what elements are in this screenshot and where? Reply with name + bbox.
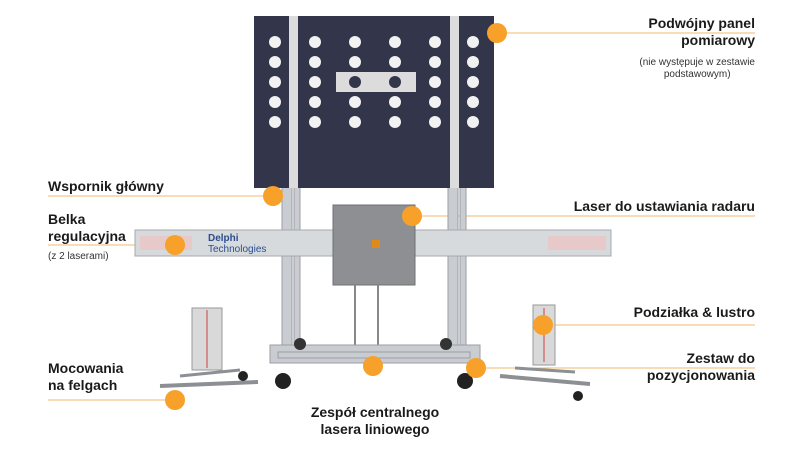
brand-line-1: Delphi [208, 233, 239, 244]
panel-hole [429, 96, 441, 108]
panel-hole [349, 96, 361, 108]
callout-dot-positioning [466, 358, 486, 378]
panel-hole [309, 76, 321, 88]
note-panel: (nie występuje w zestawie podstawowym) [639, 57, 755, 80]
right-column-inner [459, 184, 467, 361]
panel-hole [269, 56, 281, 68]
panel-hole-grid [269, 36, 479, 128]
left-mount-arm-2 [179, 368, 241, 378]
label-positioning-kit: Zestaw do pozycjonowania [646, 350, 755, 383]
panel-hole [269, 36, 281, 48]
brand-line-2: Technologies [208, 244, 267, 255]
right-mount-arm [499, 374, 591, 386]
panel-hole [429, 56, 441, 68]
right-mount-knob [573, 391, 583, 401]
label-main-bracket: Wspornik główny [48, 178, 164, 194]
callout-dot-wheel-mounts [165, 390, 185, 410]
left-mount-arm [159, 380, 259, 388]
radar-laser-knob [372, 240, 380, 248]
panel-hole [467, 116, 479, 128]
label-panel: Podwójny panel pomiarowy [648, 15, 755, 48]
panel-hole [269, 76, 281, 88]
caster-wheel-fl [275, 373, 291, 389]
left-column [281, 184, 293, 361]
panel-hole [467, 76, 479, 88]
label-wheel-mounts: Mocowania na felgach [48, 360, 124, 393]
callout-dot-panel [487, 23, 507, 43]
panel-hole [389, 56, 401, 68]
panel-center-plate [336, 72, 416, 92]
panel-strip-left [289, 16, 298, 188]
panel-hole [269, 116, 281, 128]
panel-hole [389, 96, 401, 108]
callout-dot-central-laser [363, 356, 383, 376]
panel-hole [467, 96, 479, 108]
panel-hole [389, 76, 401, 88]
caster-wheel-fr [457, 373, 473, 389]
panel-hole [349, 116, 361, 128]
panel-hole [309, 96, 321, 108]
panel-hole [467, 56, 479, 68]
right-column [447, 184, 459, 361]
panel-hole [389, 116, 401, 128]
caster-wheel-br [440, 338, 452, 350]
callout-dot-scale [533, 315, 553, 335]
panel-hole [429, 116, 441, 128]
panel-hole [349, 76, 361, 88]
callout-dot-beam [165, 235, 185, 255]
left-column-inner [293, 184, 301, 361]
panel-hole [269, 96, 281, 108]
brand-logo: Delphi Technologies [208, 233, 266, 255]
label-beam: Belka regulacyjna [48, 211, 126, 244]
panel-strip-right [450, 16, 459, 188]
note-beam: (z 2 laserami) [48, 251, 109, 262]
callout-dot-bracket [263, 186, 283, 206]
callout-dot-radar-laser [402, 206, 422, 226]
caster-wheel-bl [294, 338, 306, 350]
right-mount-arm-2 [514, 366, 576, 374]
panel-hole [309, 36, 321, 48]
panel-hole [429, 36, 441, 48]
panel-hole [467, 36, 479, 48]
panel-hole [389, 36, 401, 48]
panel-hole [349, 56, 361, 68]
panel-hole [309, 116, 321, 128]
beam-scale-right [548, 236, 606, 250]
label-scale-mirror: Podziałka & lustro [633, 304, 755, 320]
label-central-laser: Zespół centralnego lasera liniowego [310, 404, 440, 437]
left-mount-knob [238, 371, 248, 381]
panel-hole [309, 56, 321, 68]
label-radar-laser: Laser do ustawiania radaru [573, 198, 755, 214]
panel-hole [349, 36, 361, 48]
panel-hole [429, 76, 441, 88]
